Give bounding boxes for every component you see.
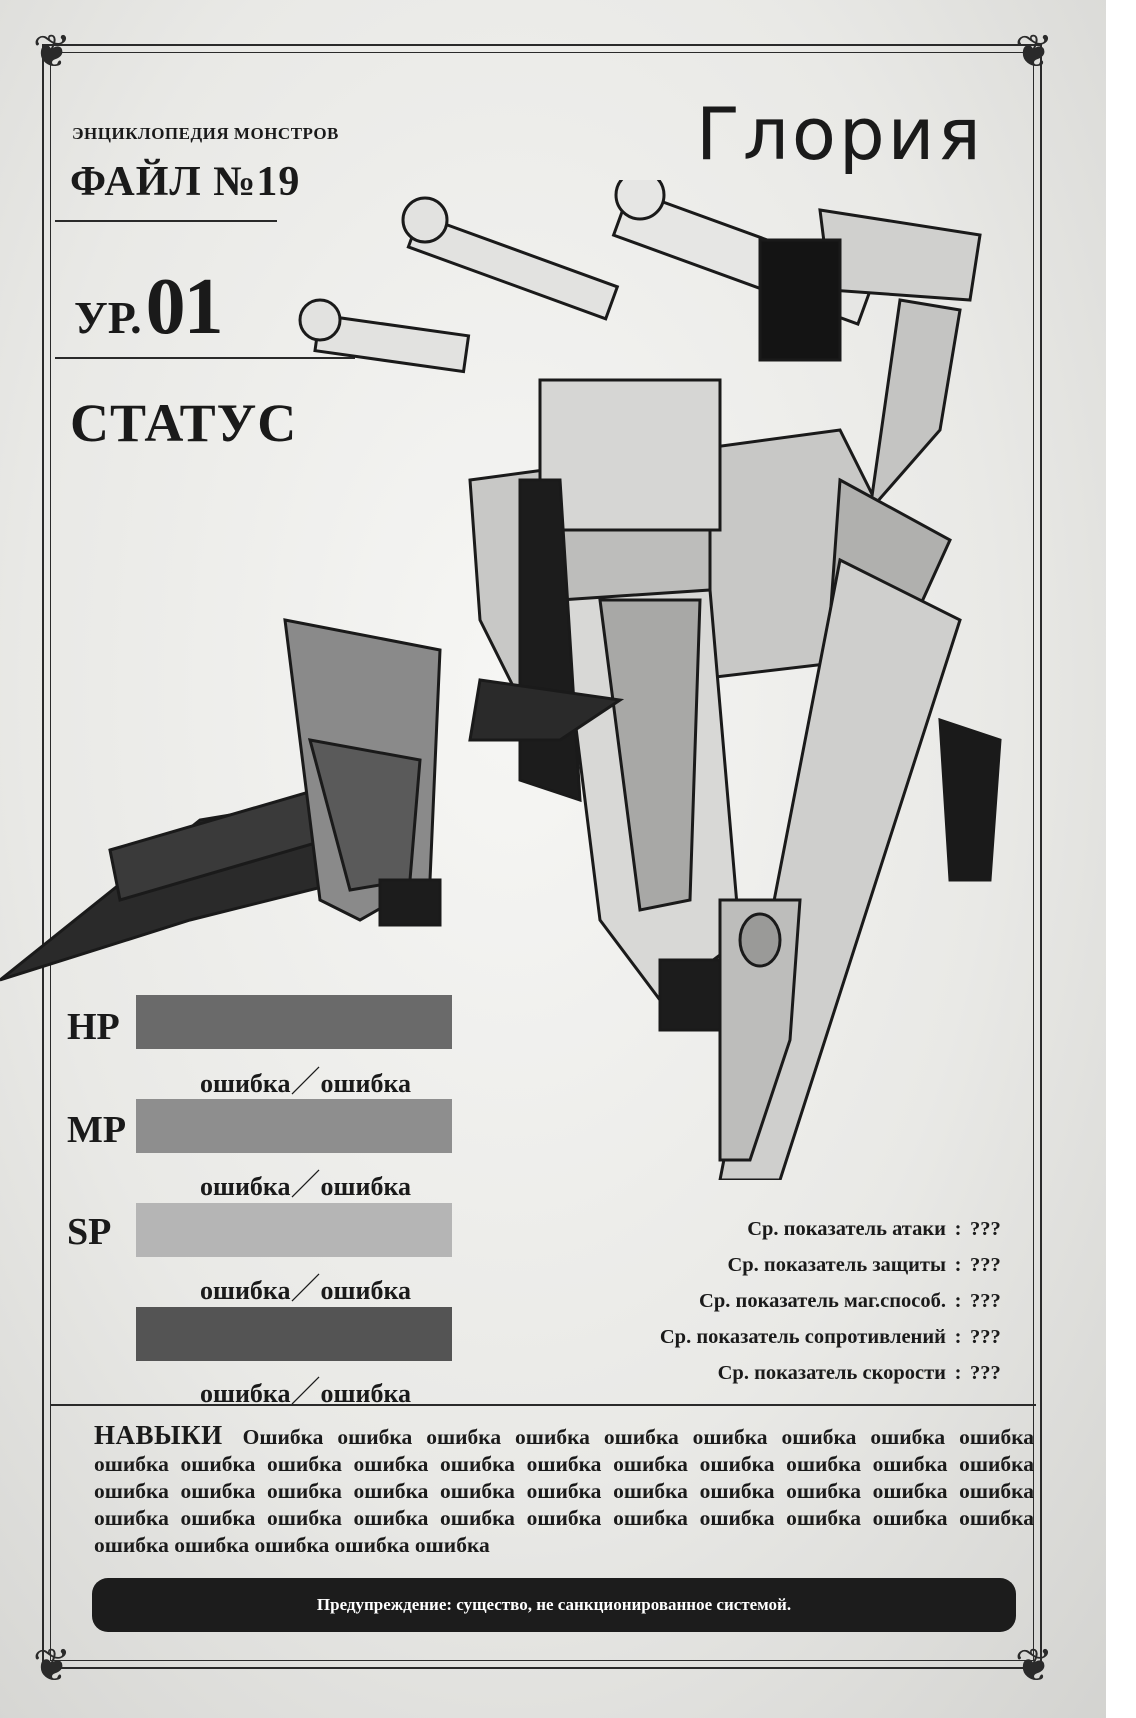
attribute-value: ??? [970,1254,1001,1276]
mp-current: ошибка [200,1172,291,1201]
hp-bar [136,995,452,1049]
attribute-separator: : [954,1218,962,1240]
attribute-list: Ср. показатель атаки:??? Ср. показатель … [660,1218,1010,1398]
ornament-corner-icon: ❦ [1014,1640,1054,1691]
attribute-label: Ср. показатель скорости [717,1362,946,1384]
mp-max: ошибка [320,1172,412,1201]
sp-current: ошибка [200,1276,291,1305]
skills-heading: НАВЫКИ [94,1420,223,1450]
skills-section: НАВЫКИ Ошибка ошибка ошибка ошибка ошибк… [94,1422,1034,1559]
hp-current: ошибка [200,1069,291,1098]
attribute-value: ??? [970,1290,1001,1312]
attribute-row-magic: Ср. показатель маг.способ.:??? [660,1290,1010,1326]
page-frame-inner [50,52,1034,1661]
sp-max: ошибка [320,1276,412,1305]
skills-text: Ошибка ошибка ошибка ошибка ошибка ошибк… [94,1425,1035,1557]
warning-banner: Предупреждение: существо, не санкциониро… [92,1578,1016,1632]
slash-separator: ／ [290,1376,321,1409]
attribute-value: ??? [970,1218,1001,1240]
attribute-separator: : [954,1290,962,1312]
attribute-row-resistance: Ср. показатель сопротивлений:??? [660,1326,1010,1362]
ornament-corner-icon: ❦ [1014,26,1054,77]
attribute-label: Ср. показатель маг.способ. [699,1290,946,1312]
attribute-separator: : [954,1362,962,1384]
stat-label-sp: SP [67,1211,112,1253]
extra-value: ошибка／ошибка [200,1367,460,1411]
extra-current: ошибка [200,1379,291,1408]
page-frame-outer [42,44,1042,1669]
attribute-value: ??? [970,1362,1001,1384]
status-heading: СТАТУС [70,393,298,453]
mp-bar [136,1099,452,1153]
attribute-separator: : [954,1254,962,1276]
hp-max: ошибка [320,1069,412,1098]
stat-label-hp: HP [67,1006,120,1048]
attribute-row-attack: Ср. показатель атаки:??? [660,1218,1010,1254]
attribute-label: Ср. показатель защиты [727,1254,946,1276]
divider [55,220,277,222]
mp-value: ошибка／ошибка [200,1160,460,1204]
extra-bar [136,1307,452,1361]
slash-separator: ／ [290,1169,321,1202]
divider [50,1404,1036,1406]
stat-label-mp: MP [67,1109,127,1151]
encyclopedia-label: ЭНЦИКЛОПЕДИЯ МОНСТРОВ [72,124,339,143]
attribute-separator: : [954,1326,962,1348]
level-value: 01 [145,263,224,351]
file-number: ФАЙЛ №19 [70,159,301,205]
attribute-value: ??? [970,1326,1001,1348]
attribute-label: Ср. показатель атаки [747,1218,946,1240]
warning-text: Предупреждение: существо, не санкциониро… [316,1595,792,1614]
level-label: УР. [74,292,142,343]
attribute-label: Ср. показатель сопротивлений [659,1326,946,1348]
sp-value: ошибка／ошибка [200,1264,460,1308]
mech-illustration [0,180,1002,1180]
monster-name: Глория [696,92,984,176]
level-block: УР. 01 [74,262,224,353]
extra-max: ошибка [320,1379,412,1408]
sp-bar [136,1203,452,1257]
divider [55,357,355,359]
slash-separator: ／ [290,1273,321,1306]
ornament-corner-icon: ❦ [32,1640,72,1691]
torn-edge [1106,0,1136,1718]
slash-separator: ／ [290,1066,321,1099]
hp-value: ошибка／ошибка [200,1057,460,1101]
attribute-row-speed: Ср. показатель скорости:??? [660,1362,1010,1398]
ornament-corner-icon: ❦ [32,26,72,77]
attribute-row-defense: Ср. показатель защиты:??? [660,1254,1010,1290]
